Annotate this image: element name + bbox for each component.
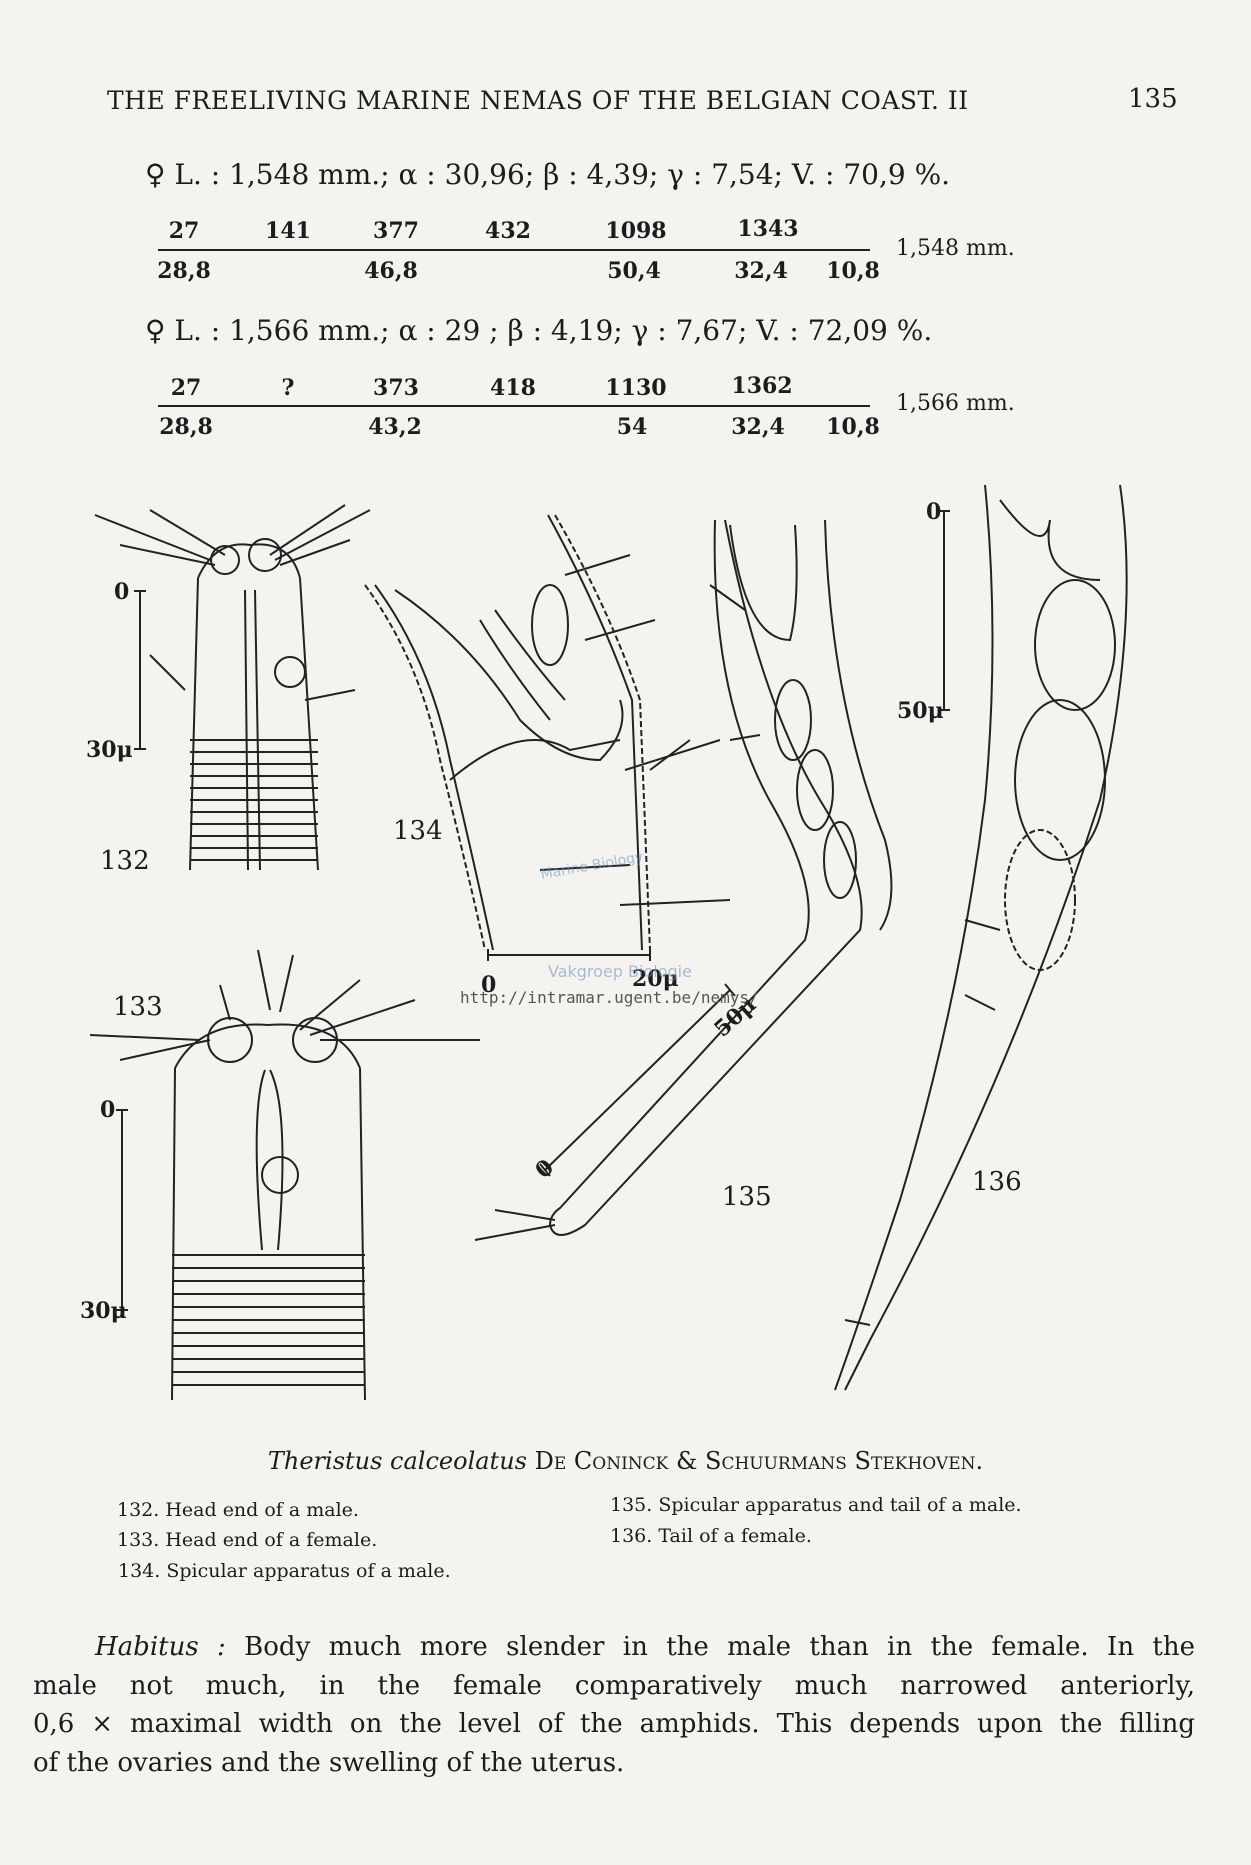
species-authors: De Coninck & Schuurmans Stekhoven. <box>534 1447 984 1475</box>
figure-number: 133 <box>113 992 163 1022</box>
table-cell: 54 <box>616 414 648 440</box>
paragraph-line: male not much, in the female comparative… <box>33 1670 1195 1701</box>
scale-start-label: 0 <box>481 972 497 998</box>
table-cell: 1098 <box>605 218 667 244</box>
table-cell: 1362 <box>731 373 793 399</box>
table-cell: 1130 <box>605 375 667 401</box>
paragraph-line: of the ovaries and the swelling of the u… <box>33 1747 625 1778</box>
species-name: Theristus calceolatus <box>267 1447 527 1475</box>
figure-number: 132 <box>100 846 150 876</box>
figure-number: 136 <box>972 1167 1022 1197</box>
scale-end-label: 50μ <box>897 698 944 724</box>
caption-134: 134. Spicular apparatus of a male. <box>118 1560 451 1582</box>
figure-number: 134 <box>393 816 443 846</box>
figure-133-drawing <box>89 949 480 1401</box>
table-cell: 27 <box>170 375 202 401</box>
table-cell: 432 <box>485 218 531 244</box>
caption-133: 133. Head end of a female. <box>117 1529 378 1551</box>
table-cell: 32,4 <box>731 414 785 440</box>
scale-start-label: 0 <box>114 579 130 605</box>
scale-end-label: 30μ <box>80 1298 127 1324</box>
running-title: THE FREELIVING MARINE NEMAS OF THE BELGI… <box>107 86 969 115</box>
plate-title: Theristus calceolatus De Coninck & Schuu… <box>0 1447 1251 1475</box>
table-cell: 50,4 <box>607 258 661 284</box>
table-cell: 43,2 <box>368 414 422 440</box>
figure-number: 135 <box>722 1182 772 1212</box>
caption-136: 136. Tail of a female. <box>610 1525 812 1547</box>
table-cell: 28,8 <box>159 414 213 440</box>
page-number: 135 <box>1128 84 1178 114</box>
fraction-line <box>158 249 870 251</box>
table-cell: 377 <box>373 218 419 244</box>
table-cell: 10,8 <box>826 414 880 440</box>
habitus-lead: Habitus : <box>95 1632 226 1662</box>
scale-end-label: 30μ <box>86 737 133 763</box>
table-cell: 373 <box>373 375 419 401</box>
table-cell: 1343 <box>737 216 799 242</box>
caption-132: 132. Head end of a male. <box>117 1499 359 1521</box>
figure-135-drawing <box>474 519 893 1241</box>
figure-134-drawing <box>364 514 731 961</box>
table-cell: 32,4 <box>734 258 788 284</box>
measurement-formula-1: ♀ L. : 1,548 mm.; α : 30,96; β : 4,39; γ… <box>145 158 951 191</box>
figure-132-drawing <box>94 504 371 871</box>
fraction-line <box>158 405 870 407</box>
table-cell: 418 <box>490 375 536 401</box>
watermark-url: http://intramar.ugent.be/nemys/ <box>460 988 759 1007</box>
paragraph-line: Body much more slender in the male than … <box>244 1632 1196 1662</box>
total-length: 1,548 mm. <box>896 236 1015 261</box>
table-cell: 46,8 <box>364 258 418 284</box>
scale-start-label: 0 <box>926 499 942 525</box>
measurement-formula-2: ♀ L. : 1,566 mm.; α : 29 ; β : 4,19; γ :… <box>145 314 933 347</box>
scale-start-label: 0 <box>100 1097 116 1123</box>
watermark-line2: Vakgroep Biologie <box>548 962 692 981</box>
table-cell: 27 <box>168 218 200 244</box>
table-cell: 10,8 <box>826 258 880 284</box>
habitus-paragraph: Habitus : Body much more slender in the … <box>33 1628 1195 1782</box>
caption-135: 135. Spicular apparatus and tail of a ma… <box>610 1494 1022 1516</box>
figure-136-drawing <box>834 484 1128 1391</box>
table-cell: ? <box>281 375 295 401</box>
paragraph-line: 0,6 × maximal width on the level of the … <box>33 1709 1195 1739</box>
scale-end-label: 20μ <box>632 966 679 992</box>
table-cell: 28,8 <box>157 258 211 284</box>
total-length: 1,566 mm. <box>896 391 1015 416</box>
table-cell: 141 <box>265 218 311 244</box>
